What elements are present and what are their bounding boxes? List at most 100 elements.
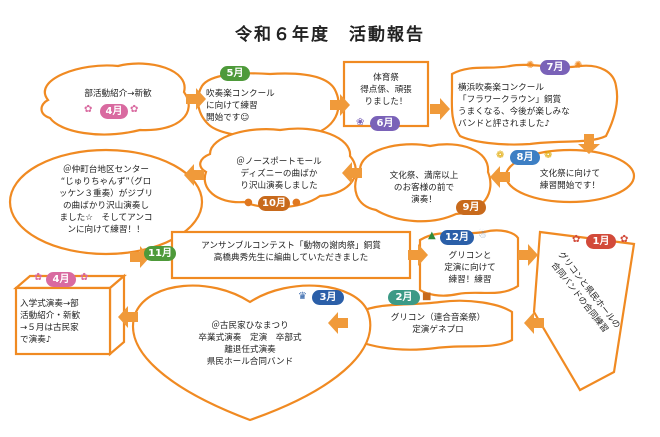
- event-august-line-2: 練習開始です！: [539, 181, 601, 191]
- month-badge-june: 6月: [370, 116, 400, 131]
- month-badge-december: 12月: [440, 230, 474, 245]
- event-march: ＠古民家ひなまつり 卒業式演奏 定演 卒部式 離退任式演奏 県民ホール合同バンド: [186, 320, 314, 368]
- event-november-line-5: ました☆ そしてアンコ: [59, 213, 153, 223]
- sunflower-icon: ❁: [496, 150, 505, 161]
- event-ensemble: アンサンブルコンテスト「動物の謝肉祭」銅賞 高橋典秀先生に編曲していただきました: [176, 240, 406, 264]
- july-box-shape: [450, 63, 619, 146]
- event-november-line-1: ＠仲町台地区センター: [63, 165, 149, 175]
- event-july-line-1: 横浜吹奏楽コンクール: [458, 83, 544, 93]
- arrow-january-to-february: [524, 312, 544, 334]
- firework-icon: ✺: [574, 60, 583, 71]
- month-badge-april-top: 4月: [100, 104, 128, 119]
- event-june-line-3: りました！: [364, 97, 408, 107]
- event-march-line-2: 卒業式演奏 定演 卒部式: [198, 333, 302, 343]
- arrow-august-to-september: [490, 166, 510, 188]
- month-badge-august: 8月: [510, 150, 540, 165]
- month-badge-march: 3月: [312, 290, 344, 305]
- sakura-icon: ✿: [80, 272, 89, 283]
- event-february-line-2: 定演ゲネプロ: [412, 325, 464, 335]
- event-february: グリコン（連合音楽祭） 定演ゲネプロ: [370, 312, 506, 336]
- ensemble-box-shape: [170, 230, 412, 280]
- june-box-shape: [342, 60, 430, 128]
- event-april-next: 入学式演奏→部 活動紹介・新歓 →５月は古民家 で演奏♪: [20, 298, 108, 346]
- january-shape: [532, 230, 636, 392]
- event-december-line-1: グリコンと: [448, 251, 492, 261]
- event-july: 横浜吹奏楽コンクール 「フラワークラウン」銅賞 うまくなる、今後が楽しみな バン…: [458, 82, 610, 130]
- event-november-line-3: ッケン３重奏）がジブリ: [58, 189, 154, 199]
- event-ensemble-line-1: アンサンブルコンテスト「動物の謝肉祭」銅賞: [201, 241, 381, 251]
- month-badge-july: 7月: [540, 60, 570, 75]
- arrow-june-to-july: [430, 98, 450, 120]
- event-october-line-2: ディズニーの曲ばか: [240, 169, 318, 179]
- event-april-next-line-3: →５月は古民家: [20, 323, 79, 333]
- arrow-july-to-august: [578, 134, 600, 154]
- event-august-line-1: 文化祭に向けて: [539, 169, 601, 179]
- sakura-icon: ✿: [84, 104, 93, 115]
- month-badge-november: 11月: [144, 246, 176, 261]
- arrow-april-to-may: [186, 88, 206, 110]
- event-october: ＠ノースポートモール ディズニーの曲ばか り沢山演奏しました: [214, 156, 344, 192]
- event-march-line-1: ＠古民家ひなまつり: [211, 321, 289, 331]
- event-april-next-line-1: 入学式演奏→部: [20, 299, 79, 309]
- firework-icon: ✺: [526, 60, 535, 71]
- snowman-icon: ☃: [478, 230, 487, 241]
- november-oval-shape: [8, 148, 204, 256]
- page-title: 令和６年度 活動報告: [235, 25, 425, 45]
- event-may-line-1: 吹奏楽コンクール: [206, 89, 275, 99]
- event-february-line-1: グリコン（連合音楽祭）: [390, 313, 486, 323]
- month-badge-january: 1月: [586, 234, 616, 249]
- event-november-line-2: “じゅりちゃんず”（グロ: [60, 177, 152, 187]
- month-badge-october: 10月: [258, 196, 290, 211]
- event-july-line-4: バンドと評されました♪: [458, 119, 550, 129]
- event-ensemble-line-2: 高橋典秀先生に編曲していただきました: [213, 253, 369, 263]
- arrow-february-to-march: [328, 312, 348, 334]
- arrow-september-to-october: [342, 162, 362, 184]
- october-cloud-shape: [199, 127, 357, 209]
- plum-blossom-icon: ✿: [572, 234, 581, 245]
- may-box-shape: [196, 72, 340, 139]
- event-december: グリコンと 定演に向けて 練習！練習: [424, 250, 516, 286]
- event-august: 文化祭に向けて 練習開始です！: [520, 168, 620, 192]
- month-badge-april-bottom: 4月: [46, 272, 76, 287]
- event-october-line-1: ＠ノースポートモール: [236, 157, 322, 167]
- event-may: 吹奏楽コンクール に向けて練習 開始です☺: [206, 88, 330, 124]
- event-june-line-1: 体育祭: [373, 73, 399, 83]
- event-september-line-3: 演奏！: [411, 195, 437, 205]
- pumpkin-icon: ●: [244, 197, 253, 208]
- arrow-march-to-april: [118, 306, 138, 328]
- christmas-tree-icon: ▲: [428, 230, 436, 241]
- plum-blossom-icon: ✿: [620, 234, 629, 245]
- march-heart-shape: [131, 284, 372, 422]
- event-september-line-2: のお客様の前で: [393, 183, 455, 193]
- event-november: ＠仲町台地区センター “じゅりちゃんず”（グロ ッケン３重奏）がジブリ の曲ばか…: [26, 164, 186, 236]
- pumpkin-icon: ●: [292, 197, 301, 208]
- event-december-line-3: 練習！練習: [448, 275, 492, 285]
- event-september: 文化祭、満席以上 のお客様の前で 演奏！: [368, 170, 480, 206]
- event-september-line-1: 文化祭、満席以上: [389, 171, 459, 181]
- event-march-line-3: 離退任式演奏: [224, 345, 276, 355]
- event-may-line-3: 開始です☺: [206, 113, 250, 123]
- event-april-line: 部活動紹介→新歓: [84, 89, 152, 99]
- event-december-line-2: 定演に向けて: [444, 263, 496, 273]
- setsubun-icon: ■: [422, 291, 432, 302]
- event-march-line-4: 県民ホール合同バンド: [206, 357, 294, 367]
- event-june-line-2: 得点係、頑張: [360, 85, 412, 95]
- sakura-icon: ✿: [130, 104, 139, 115]
- event-april: 部活動紹介→新歓: [62, 88, 174, 100]
- month-badge-february: 2月: [388, 290, 420, 305]
- event-november-line-6: ンに向けて練習！！: [67, 225, 145, 235]
- sakura-icon: ✿: [34, 272, 43, 283]
- event-may-line-2: に向けて練習: [206, 101, 258, 111]
- event-november-line-4: の曲ばかり沢山演奏し: [62, 201, 150, 211]
- month-badge-may: 5月: [220, 66, 250, 81]
- event-april-next-line-2: 活動紹介・新歓: [20, 311, 81, 321]
- event-july-line-2: 「フラワークラウン」銅賞: [458, 95, 562, 105]
- arrow-october-to-november: [184, 164, 204, 186]
- april-cube-front: [14, 286, 112, 356]
- event-july-line-3: うまくなる、今後が楽しみな: [458, 107, 570, 117]
- sunflower-icon: ❁: [544, 150, 553, 161]
- month-badge-september: 9月: [456, 200, 486, 215]
- arrow-may-to-june: [330, 94, 350, 116]
